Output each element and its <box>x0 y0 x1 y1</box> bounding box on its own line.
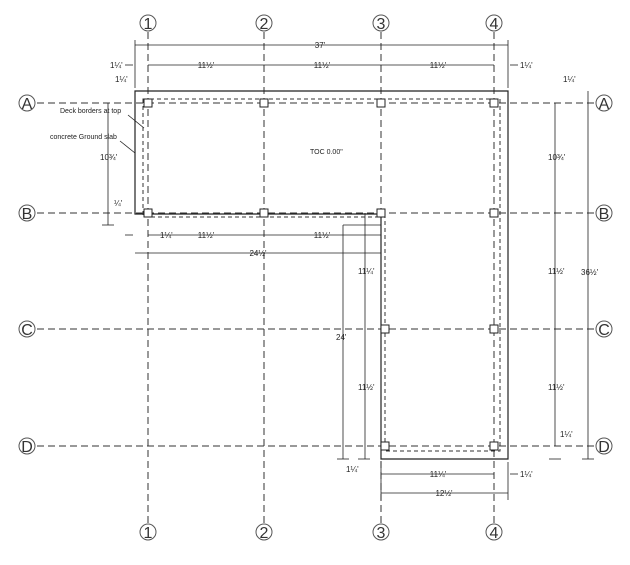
dim-overall-height: 36½' <box>581 268 599 277</box>
grid-label-c-right: C <box>598 322 610 339</box>
grid-label-b-right: B <box>599 206 610 223</box>
dim-left-b-edge: ¼' <box>114 199 123 208</box>
annotations: Deck borders at top concrete Ground slab… <box>50 108 343 156</box>
dim-mid-bay-1: 11½' <box>198 231 215 240</box>
dim-bottom-width: 12½' <box>435 489 453 498</box>
dim-overall-width: 37' <box>315 41 326 50</box>
dim-wing-bottom-edge: 1¼' <box>346 465 359 474</box>
dim-bottom-right-edge: 1¼' <box>520 470 533 479</box>
grid-bubbles: 1 2 3 4 1 2 3 4 A B C D A B C D <box>18 14 613 542</box>
grid-lines <box>37 32 594 523</box>
grid-label-3-top: 3 <box>377 16 386 33</box>
dimension-lines <box>102 40 594 500</box>
dim-top-offset: 1¼' <box>115 75 128 84</box>
dim-mid-bay-2: 11½' <box>314 231 331 240</box>
concrete-slab-outline <box>134 90 509 460</box>
dim-mid-width: 24½' <box>249 249 267 258</box>
grid-label-4-top: 4 <box>490 16 499 33</box>
dim-right-cd: 11½' <box>548 383 565 392</box>
note-concrete-slab: concrete Ground slab <box>50 134 117 141</box>
grid-label-2-bottom: 2 <box>260 525 269 542</box>
dim-wing-height: 24' <box>336 333 347 342</box>
grid-label-d-right: D <box>598 439 610 456</box>
grid-label-2-top: 2 <box>260 16 269 33</box>
deck-border <box>142 98 501 452</box>
grid-label-c-left: C <box>21 322 33 339</box>
dim-top-left-edge: 1¼' <box>110 61 123 70</box>
dim-top-bay-1: 11½' <box>198 61 215 70</box>
dim-left-ab: 10¾' <box>100 153 118 162</box>
column-markers <box>143 98 499 451</box>
dimension-labels: 37' 1¼' 11½' 11½' 11½' 1¼' 1¼' 10¾' ¼' 1… <box>100 41 599 498</box>
grid-label-1-top: 1 <box>144 16 153 33</box>
dim-right-top-edge: 1¼' <box>563 75 576 84</box>
note-deck-borders: Deck borders at top <box>60 108 121 115</box>
grid-label-1-bottom: 1 <box>144 525 153 542</box>
grid-label-d-left: D <box>21 439 33 456</box>
grid-label-3-bottom: 3 <box>377 525 386 542</box>
dim-top-bay-2: 11½' <box>314 61 331 70</box>
note-toc-elevation: TOC 0.00" <box>310 149 343 156</box>
dim-right-d-edge: 1¼' <box>560 430 573 439</box>
grid-label-4-bottom: 4 <box>490 525 499 542</box>
dim-top-right-edge: 1¼' <box>520 61 533 70</box>
dim-right-ab: 10¾' <box>548 153 566 162</box>
grid-label-b-left: B <box>22 206 33 223</box>
dim-wing-cd: 11½' <box>358 383 375 392</box>
dim-right-bc: 11½' <box>548 267 565 276</box>
dim-top-bay-3: 11½' <box>430 61 447 70</box>
grid-label-a-right: A <box>599 96 610 113</box>
dim-wing-bc: 11¼' <box>358 267 375 276</box>
dim-mid-left-edge: 1¼' <box>160 231 173 240</box>
grid-label-a-left: A <box>22 96 33 113</box>
dim-bottom-bay: 11¼' <box>430 470 447 479</box>
